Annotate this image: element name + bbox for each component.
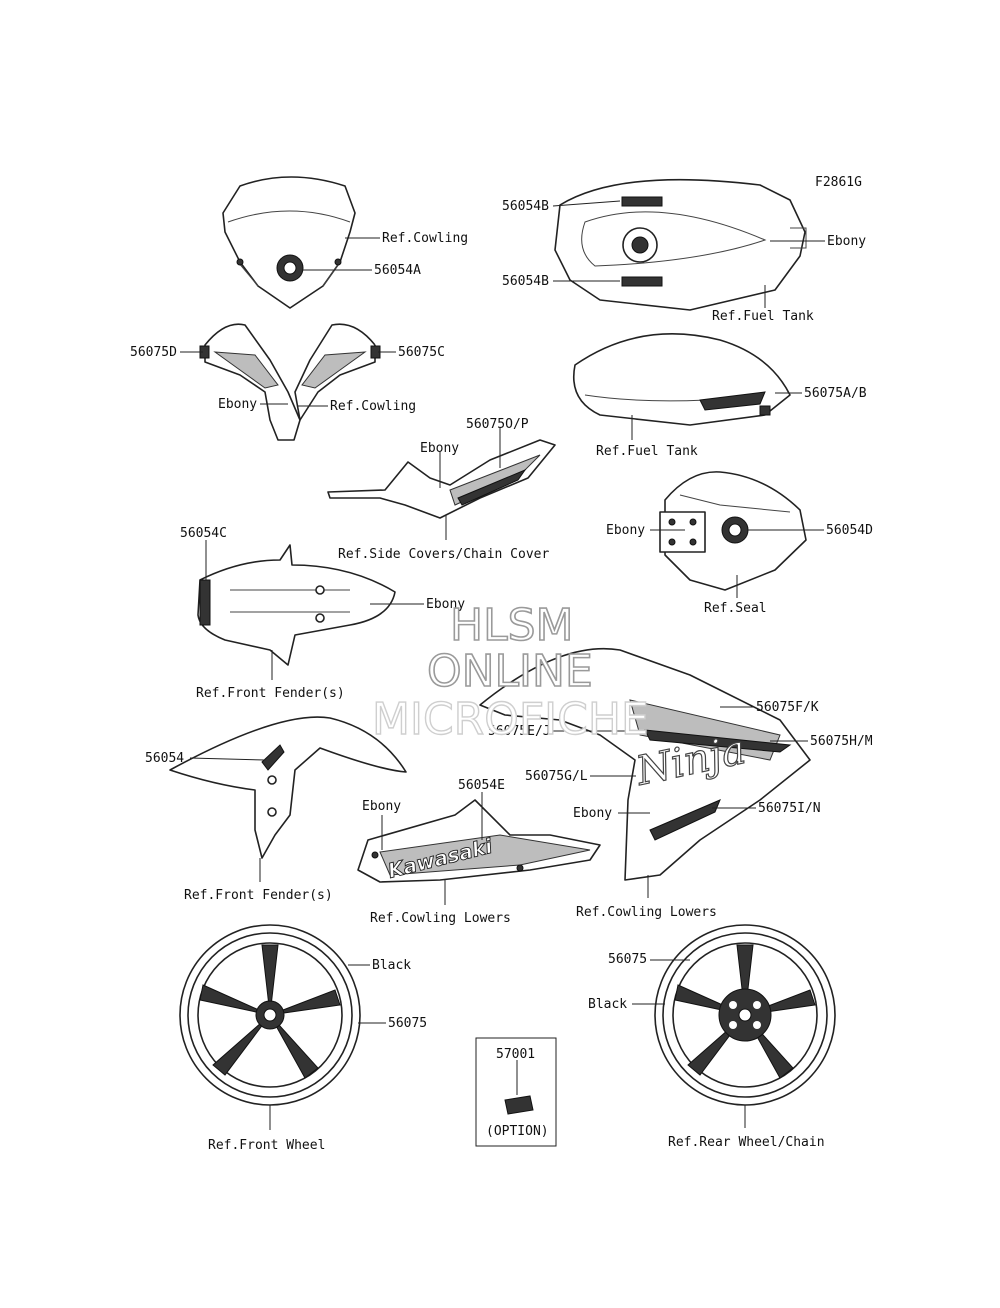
- watermark: HLSM ONLINE MICROFICHE: [371, 599, 649, 746]
- fuel-tank-side-part: [573, 333, 791, 426]
- label-ref-cowling-lowers-2: Ref.Cowling Lowers: [576, 905, 717, 920]
- label-56075FK: 56075F/K: [756, 700, 819, 715]
- label-56075OP: 56075O/P: [466, 417, 529, 432]
- watermark-line-3: MICROFICHE: [372, 694, 649, 745]
- label-ref-fuel-tank-2: Ref.Fuel Tank: [596, 444, 698, 459]
- label-ref-front-fender-2: Ref.Front Fender(s): [184, 888, 333, 903]
- label-56075D: 56075D: [130, 345, 177, 360]
- label-56075IN: 56075I/N: [758, 801, 821, 816]
- front-fender-side-part: [169, 716, 407, 859]
- label-ref-cowling-upper: Ref.Cowling: [330, 399, 416, 414]
- label-56054B-bottom: 56054B: [502, 274, 549, 289]
- label-lower-left-ebony: Ebony: [362, 799, 401, 814]
- label-rear-black: Black: [588, 997, 627, 1012]
- label-56054E: 56054E: [458, 778, 505, 793]
- label-56075-front: 56075: [388, 1016, 427, 1031]
- label-front-black: Black: [372, 958, 411, 973]
- label-side-ebony: Ebony: [420, 441, 459, 456]
- label-ref-cowling-lowers-1: Ref.Cowling Lowers: [370, 911, 511, 926]
- label-56054: 56054: [145, 751, 184, 766]
- windshield-part: [222, 176, 356, 309]
- front-wheel-part: [179, 924, 361, 1106]
- watermark-line-1: HLSM: [450, 600, 574, 651]
- side-cover-part: [327, 439, 556, 519]
- label-fender-ebony: Ebony: [426, 597, 465, 612]
- seat-cowl-part: [659, 471, 807, 591]
- option-box: [475, 1037, 557, 1147]
- label-56075-rear: 56075: [608, 952, 647, 967]
- label-56054A: 56054A: [374, 263, 421, 278]
- label-ref-front-wheel: Ref.Front Wheel: [208, 1138, 325, 1153]
- label-56075AB: 56075A/B: [804, 386, 867, 401]
- label-ref-seal: Ref.Seal: [704, 601, 767, 616]
- label-ref-fuel-tank-1: Ref.Fuel Tank: [712, 309, 814, 324]
- label-56054C: 56054C: [180, 526, 227, 541]
- label-56075HM: 56075H/M: [810, 734, 873, 749]
- label-ref-rear-wheel: Ref.Rear Wheel/Chain: [668, 1135, 825, 1150]
- upper-cowling-part: [199, 323, 381, 441]
- label-lower-right-ebony: Ebony: [573, 806, 612, 821]
- rear-wheel-part: [654, 924, 836, 1106]
- figure-code: F2861G: [815, 175, 862, 190]
- fuel-tank-top-part: [554, 178, 807, 311]
- label-56075EJ: 56075E/J: [488, 724, 551, 739]
- label-upper-ebony: Ebony: [218, 397, 257, 412]
- label-56075GL: 56075G/L: [525, 769, 588, 784]
- label-option: (OPTION): [486, 1124, 549, 1139]
- label-56054D: 56054D: [826, 523, 873, 538]
- lower-cowling-part: Kawasaki: [357, 799, 601, 883]
- label-ref-front-fender-1: Ref.Front Fender(s): [196, 686, 345, 701]
- front-fender-top-part: [197, 544, 396, 666]
- label-56054B-top: 56054B: [502, 199, 549, 214]
- label-57001: 57001: [496, 1047, 535, 1062]
- label-56075C: 56075C: [398, 345, 445, 360]
- watermark-line-2: ONLINE: [427, 646, 593, 697]
- label-tank-ebony: Ebony: [827, 234, 866, 249]
- label-seat-ebony: Ebony: [606, 523, 645, 538]
- label-ref-side-covers: Ref.Side Covers/Chain Cover: [338, 547, 549, 562]
- label-ref-cowling-windshield: Ref.Cowling: [382, 231, 468, 246]
